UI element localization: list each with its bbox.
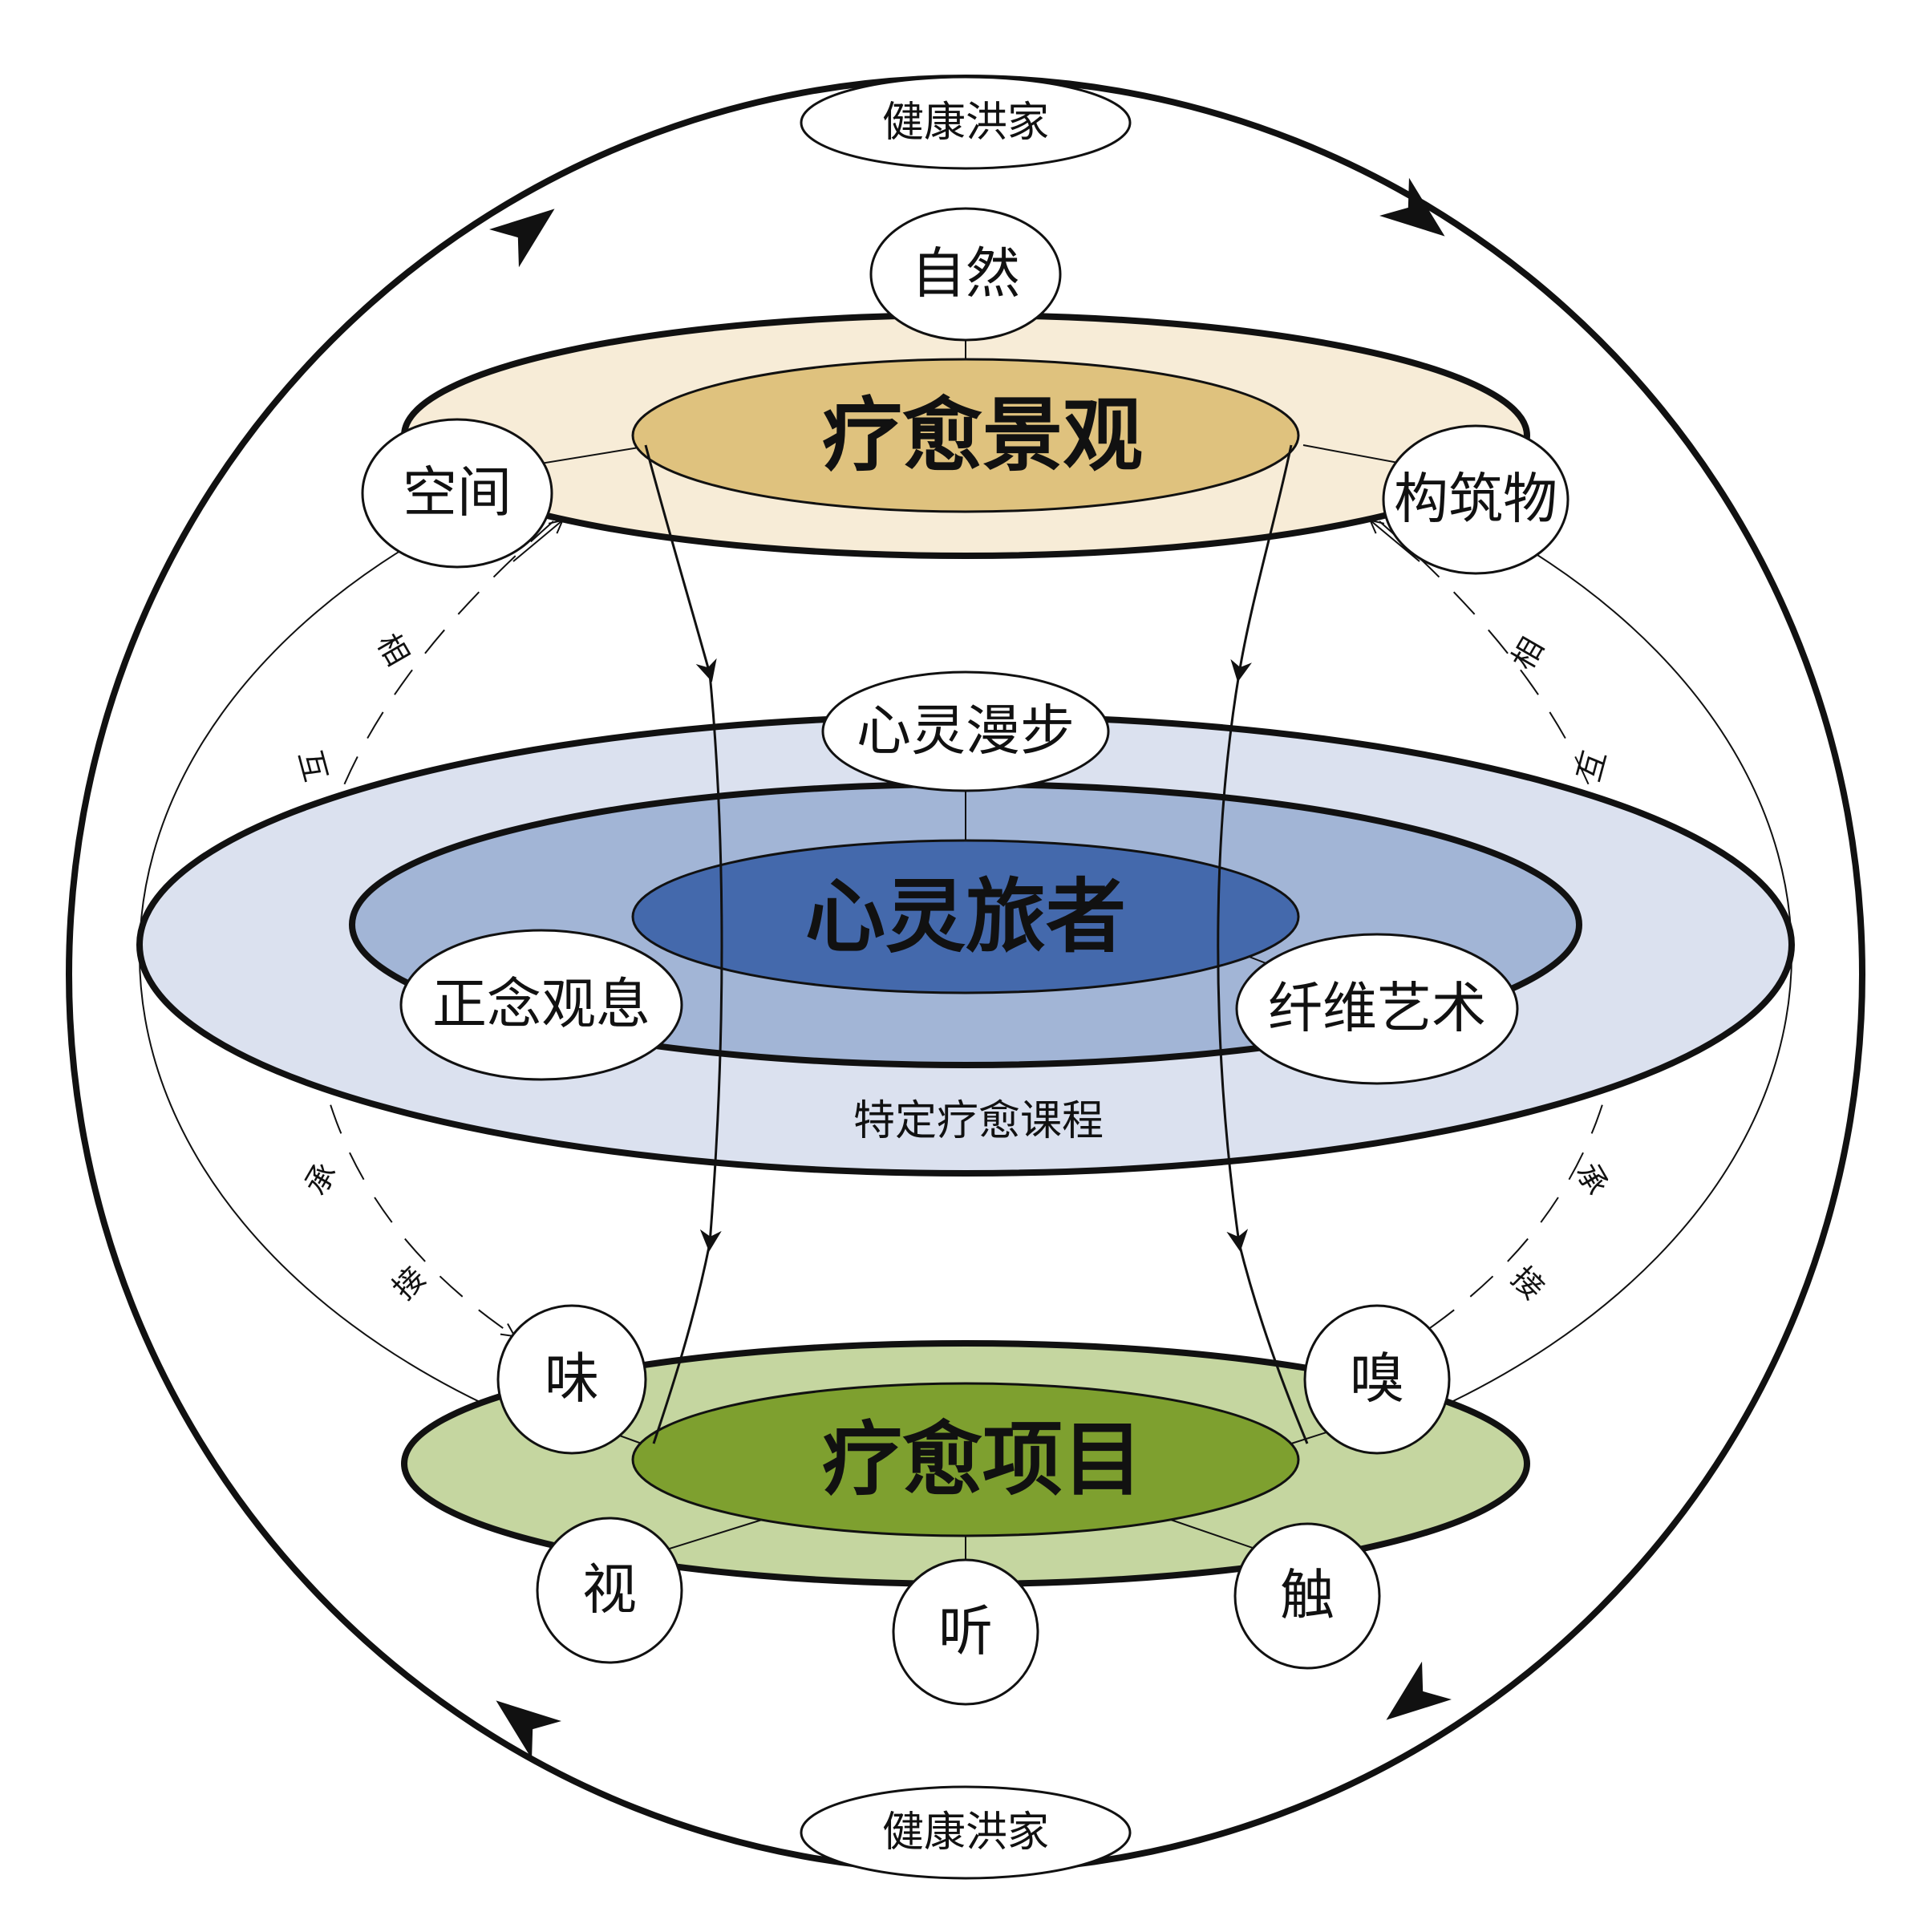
node-space: 空间 [361, 418, 553, 569]
cycle-label-bottom: 健康洪家 [800, 1785, 1132, 1880]
svg-text:味: 味 [545, 1348, 599, 1412]
side-label-left-2: 互 [292, 747, 334, 785]
dashed-connector-right [1379, 520, 1628, 1335]
side-label-right-1: 相 [1505, 632, 1550, 676]
project-title: 疗愈项目 [822, 1413, 1143, 1507]
svg-text:纤维艺术: 纤维艺术 [1268, 978, 1486, 1041]
node-touch: 触 [1233, 1522, 1381, 1670]
flow-line-right-up [1217, 673, 1249, 1252]
svg-text:构筑物: 构筑物 [1394, 468, 1557, 532]
dashed-connector-left-up [512, 521, 561, 562]
flow-line-right-lower [1237, 1242, 1309, 1444]
course-label: 特定疗愈课程 [853, 1097, 1104, 1145]
node-smell: 嗅 [1303, 1304, 1451, 1455]
traveler-inner-disc [631, 839, 1300, 994]
svg-text:视: 视 [582, 1559, 637, 1622]
flow-line-left-down [644, 444, 717, 682]
project-inner-disc [631, 1382, 1300, 1537]
node-nature: 自然 [869, 207, 1062, 342]
svg-text:自然: 自然 [911, 243, 1020, 306]
svg-text:健康洪家: 健康洪家 [882, 1808, 1049, 1857]
side-label-right-4: 接 [1505, 1260, 1551, 1306]
svg-text:听: 听 [938, 1601, 993, 1664]
dashed-connector-right-up [1371, 521, 1420, 562]
cycle-arrow-bottom-left [496, 1700, 561, 1760]
flow-line-left-up [699, 673, 723, 1252]
node-mind-walk: 心灵漫步 [821, 670, 1110, 792]
side-label-left-3: 承 [298, 1157, 343, 1201]
svg-text:触: 触 [1280, 1565, 1335, 1628]
side-label-right-3: 承 [1569, 1157, 1614, 1201]
node-mindfulness: 正念观息 [399, 929, 683, 1081]
cycle-label-top: 健康洪家 [800, 75, 1132, 170]
node-taste: 味 [496, 1304, 647, 1455]
cycle-arrow-top-right [1379, 177, 1445, 237]
project-layer: 疗愈项目 [401, 1340, 1530, 1587]
node-structure: 构筑物 [1382, 424, 1569, 575]
side-label-right-2: 互 [1571, 747, 1613, 785]
svg-text:嗅: 嗅 [1350, 1348, 1404, 1412]
svg-text:空间: 空间 [403, 462, 512, 525]
traveler-title: 心灵旅者 [805, 870, 1126, 964]
cycle-arrow-bottom-right [1386, 1661, 1452, 1720]
flow-line-right-down [1230, 444, 1293, 682]
dashed-connector-left [305, 520, 554, 1335]
side-label-left-4: 接 [386, 1260, 432, 1306]
cycle-arrow-top-left [489, 209, 555, 268]
landscape-title: 疗愈景观 [822, 389, 1143, 483]
landscape-layer: 疗愈景观 [401, 312, 1530, 559]
landscape-inner-disc [631, 358, 1300, 513]
svg-text:心灵漫步: 心灵漫步 [857, 700, 1075, 763]
side-label-left-1: 相 [370, 628, 415, 672]
svg-text:健康洪家: 健康洪家 [882, 99, 1049, 147]
flow-line-left-lower [652, 1242, 711, 1444]
node-hearing: 听 [892, 1558, 1039, 1706]
node-fiber-art: 纤维艺术 [1235, 933, 1519, 1085]
node-sight: 视 [536, 1517, 683, 1664]
svg-text:正念观息: 正念观息 [432, 974, 650, 1037]
